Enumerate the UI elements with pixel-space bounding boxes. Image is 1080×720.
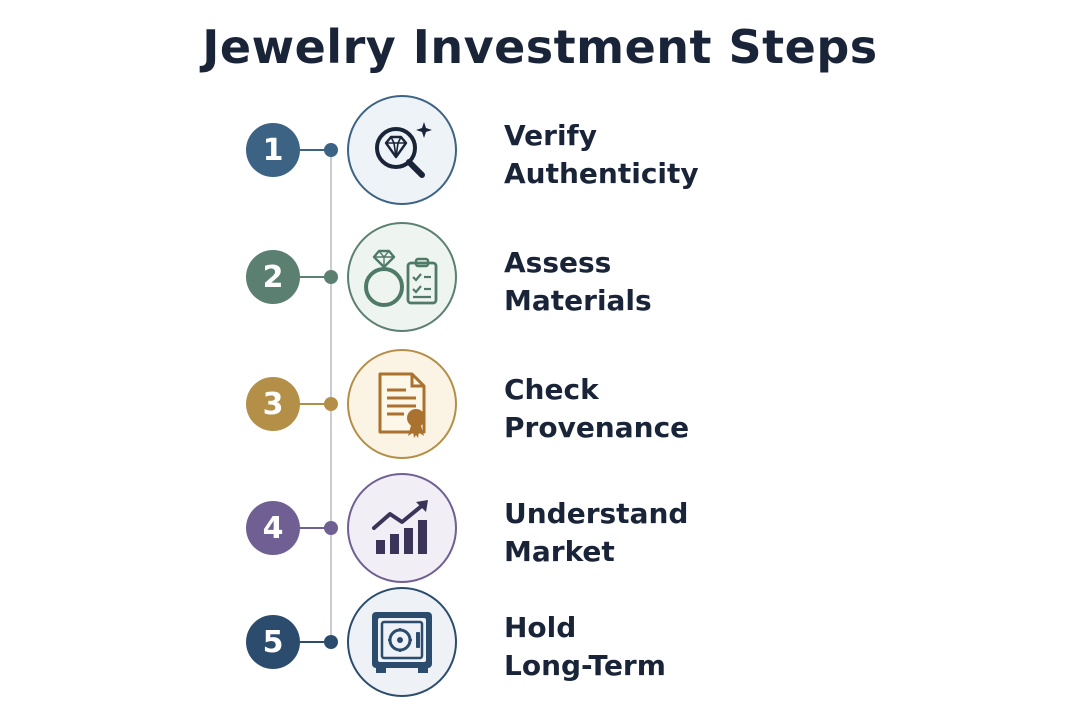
certificate-icon (378, 372, 426, 438)
timeline-dot (324, 270, 338, 284)
step-number-badge: 3 (246, 377, 300, 431)
icon-circle (347, 473, 457, 583)
timeline-dot (324, 635, 338, 649)
step-5: 5 Hold Long-Term (0, 582, 1080, 702)
step-number-badge: 4 (246, 501, 300, 555)
ring-checklist-icon (364, 249, 438, 307)
step-3: 3 Check Provenance (0, 344, 1080, 464)
icon-circle (347, 222, 457, 332)
timeline-dot (324, 397, 338, 411)
page-title: Jewelry Investment Steps (202, 20, 878, 74)
step-number-badge: 1 (246, 123, 300, 177)
step-2: 2 Assess Materials (0, 217, 1080, 337)
step-label: Verify Authenticity (504, 119, 699, 190)
timeline-line (330, 150, 332, 642)
step-connector (300, 641, 330, 643)
step-connector (300, 403, 330, 405)
step-label: Hold Long-Term (504, 611, 666, 682)
step-number-badge: 2 (246, 250, 300, 304)
step-label: Understand Market (504, 497, 689, 568)
step-number-badge: 5 (246, 615, 300, 669)
icon-circle (347, 95, 457, 205)
timeline-dot (324, 143, 338, 157)
step-connector (300, 149, 330, 151)
growth-chart-icon (372, 500, 428, 554)
timeline-dot (324, 521, 338, 535)
icon-circle (347, 349, 457, 459)
safe-icon (372, 612, 432, 673)
step-connector (300, 527, 330, 529)
step-label: Check Provenance (504, 373, 690, 444)
step-connector (300, 276, 330, 278)
step-1: 1 Verify Authenticity (0, 90, 1080, 210)
icon-circle (347, 587, 457, 697)
step-label: Assess Materials (504, 246, 652, 317)
diamond-magnifier-icon (375, 122, 432, 178)
step-4: 4 Understand Market (0, 468, 1080, 588)
